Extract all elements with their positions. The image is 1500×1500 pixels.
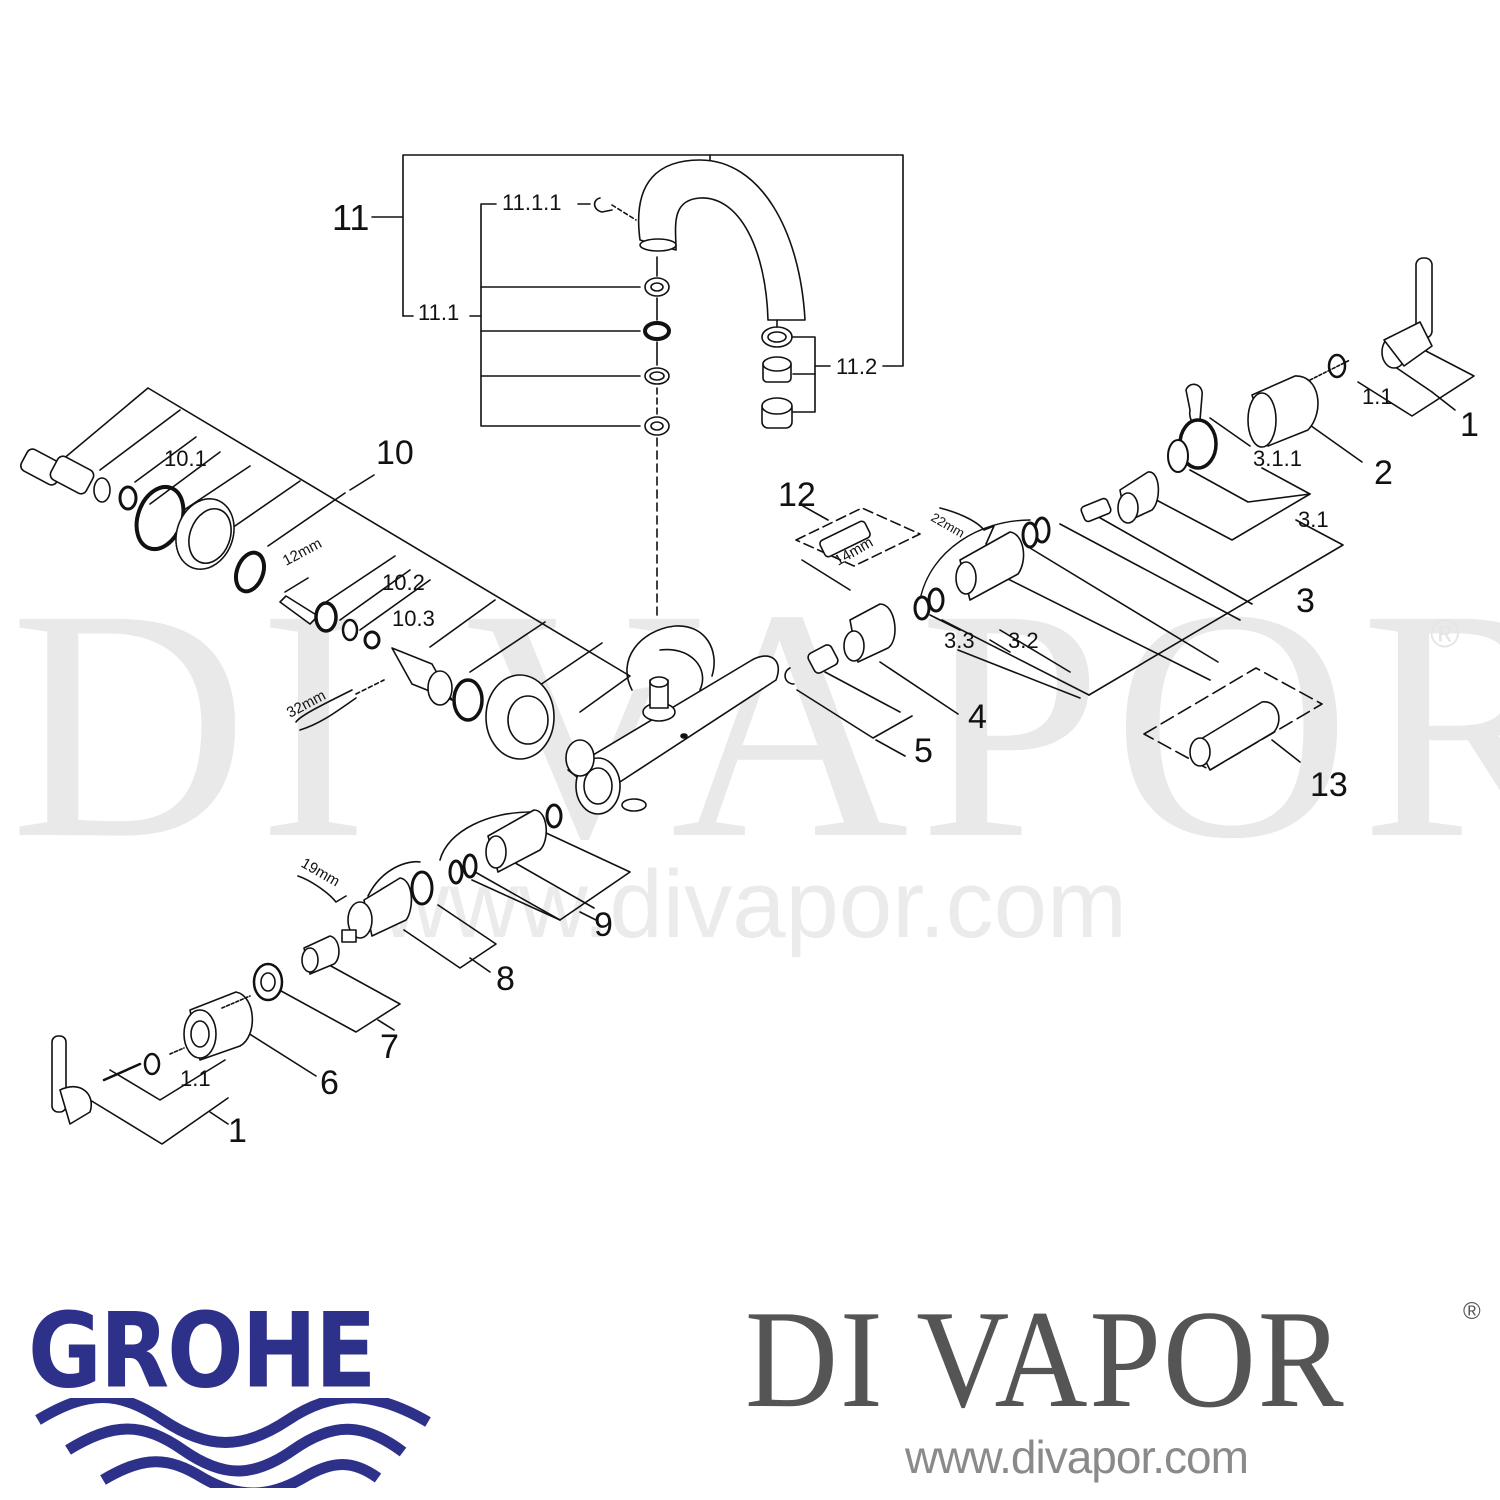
aerator-parts-11-2 xyxy=(761,319,831,429)
callout-3-1: 3.1 xyxy=(1298,507,1329,532)
callout-11-1: 11.1 xyxy=(418,300,459,325)
callout-1-1-top: 1.1 xyxy=(1362,384,1393,409)
divapor-registered-mark: ® xyxy=(1463,1298,1481,1325)
callout-11-1-1: 11.1.1 xyxy=(502,190,562,215)
spout-washers-11-1 xyxy=(643,256,671,621)
callout-10-3: 10.3 xyxy=(392,606,435,631)
callout-6: 6 xyxy=(320,1064,339,1102)
divapor-url: www.divapor.com xyxy=(905,1431,1249,1483)
callout-12: 12 xyxy=(778,476,816,514)
lower-left-parts xyxy=(51,803,563,1125)
callout-10-2: 10.2 xyxy=(382,570,425,595)
callout-13: 13 xyxy=(1310,766,1348,804)
group-12-box xyxy=(795,505,921,567)
callout-9: 9 xyxy=(594,906,613,944)
group-11-bracket xyxy=(371,154,904,427)
callout-2: 2 xyxy=(1374,454,1393,492)
mixer-body xyxy=(565,625,779,815)
right-handle-and-cartridge-parts xyxy=(784,257,1433,685)
spout-part xyxy=(593,159,806,321)
callout-5: 5 xyxy=(914,732,933,770)
callout-10: 10 xyxy=(376,434,414,472)
group-10-bracket xyxy=(61,387,631,713)
grohe-logo: GROHE xyxy=(28,1290,448,1488)
callout-11-2: 11.2 xyxy=(836,354,877,379)
callout-1-top: 1 xyxy=(1460,406,1479,444)
lower-left-brackets xyxy=(89,831,631,1145)
leaders-3-4-5 xyxy=(796,614,1081,757)
divapor-logo: DI VAPOR ® www.divapor.com xyxy=(745,1290,1485,1490)
tool-label-wrench-12mm: 12mm xyxy=(280,535,325,570)
grohe-waves-icon xyxy=(35,1398,431,1488)
group-13-box xyxy=(1143,667,1323,771)
callout-3-2: 3.2 xyxy=(1008,628,1039,653)
group-3-bracket xyxy=(801,349,1475,696)
callout-8: 8 xyxy=(496,960,515,998)
callout-4: 4 xyxy=(968,698,987,736)
callout-7: 7 xyxy=(380,1028,399,1066)
tool-label-wrench-19mm: 19mm xyxy=(298,855,343,891)
callout-1-1-bottom: 1.1 xyxy=(180,1066,211,1091)
left-connector-parts xyxy=(20,448,555,760)
watermark-registered-mark: ® xyxy=(1430,612,1460,656)
callout-3: 3 xyxy=(1296,582,1315,620)
callout-10-1: 10.1 xyxy=(164,446,207,471)
tool-label-wrench-32mm: 32mm xyxy=(284,687,329,722)
tool-label-wrench-22mm: 22mm xyxy=(929,510,968,541)
callout-1-bottom: 1 xyxy=(228,1112,247,1150)
callout-3-3: 3.3 xyxy=(944,628,975,653)
callout-11: 11 xyxy=(332,197,369,238)
grohe-wordmark: GROHE xyxy=(28,1290,376,1412)
divapor-wordmark: DI VAPOR xyxy=(745,1282,1346,1437)
callout-3-1-1: 3.1.1 xyxy=(1253,446,1302,471)
